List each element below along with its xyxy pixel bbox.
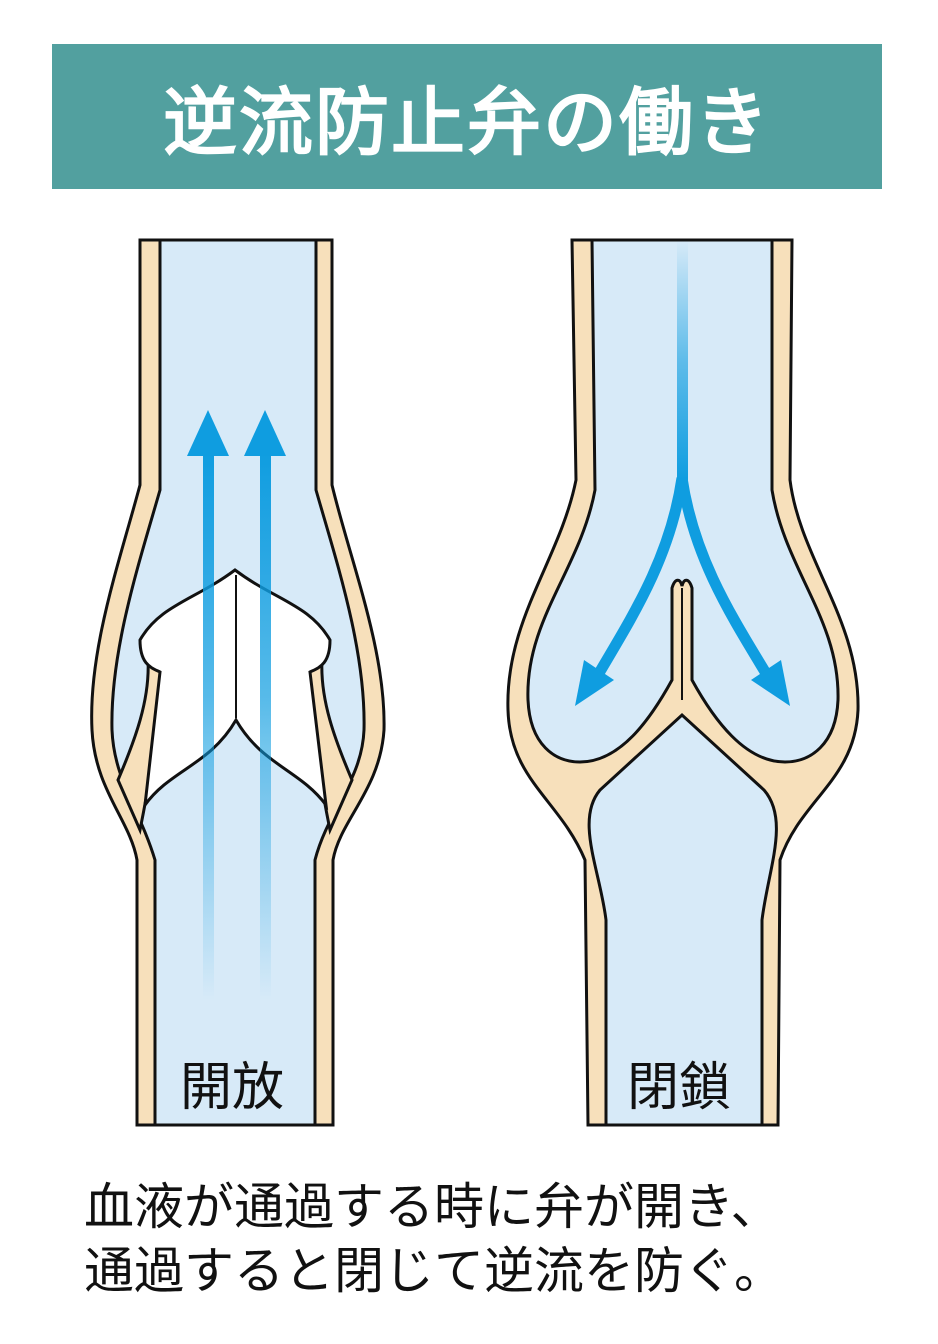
flow-arrow-shaft	[677, 240, 688, 480]
open-label: 開放	[180, 1058, 285, 1118]
arrow-up-icon	[187, 410, 229, 456]
vein-lumen-lower	[587, 712, 778, 1127]
caption-line-2: 通過すると閉じて逆流を防ぐ。	[84, 1242, 784, 1300]
closed-vein	[506, 238, 860, 1127]
caption-line-1: 血液が通過する時に弁が開き、	[84, 1178, 781, 1236]
caption: 血液が通過する時に弁が開き、 通過すると閉じて逆流を防ぐ。	[84, 1175, 784, 1303]
title-banner: 逆流防止弁の働き	[52, 44, 882, 189]
arrow-down-left-icon	[575, 660, 614, 706]
closed-label: 閉鎖	[627, 1058, 732, 1118]
flow-arrow-right	[676, 477, 775, 683]
flow-arrow-shaft	[260, 450, 271, 1000]
arrow-up-icon	[244, 410, 286, 456]
title: 逆流防止弁の働き	[163, 80, 771, 166]
open-vein	[90, 238, 386, 1127]
flow-arrow-left	[590, 477, 688, 683]
flow-arrow-shaft	[203, 450, 214, 1000]
arrow-down-right-icon	[751, 660, 790, 706]
